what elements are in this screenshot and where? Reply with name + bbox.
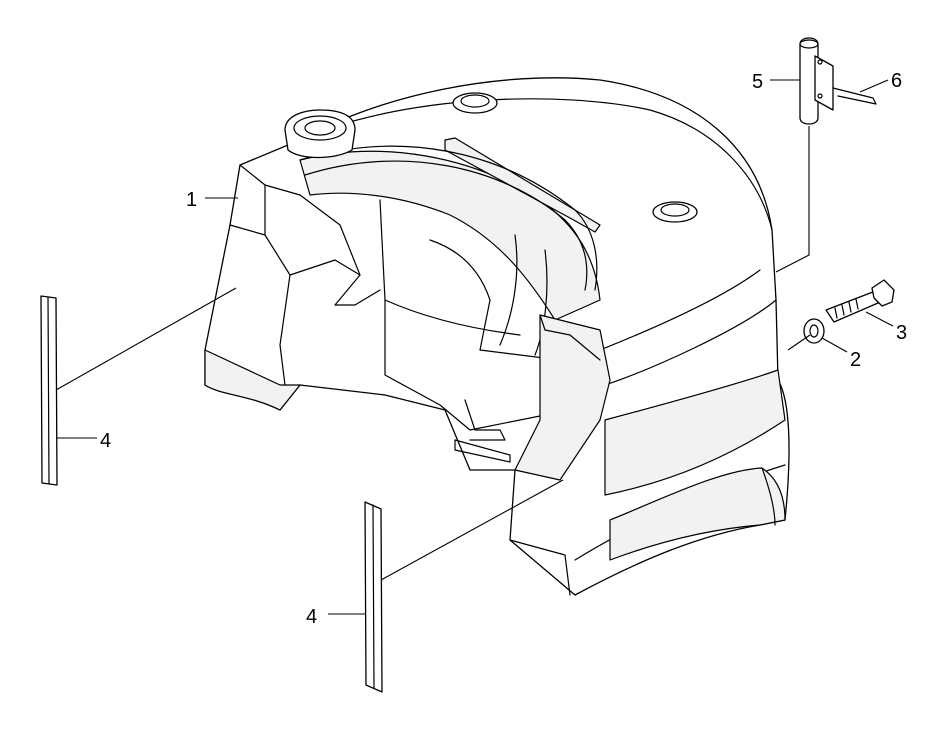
callout-2: 2 [850,349,861,371]
callout-1: 1 [186,189,197,211]
pin [799,37,819,125]
washer [803,318,825,344]
bolt [825,279,895,323]
engine-cover [204,77,790,596]
callout-3: 3 [896,322,907,344]
seal-strip-left [40,295,58,486]
callout-6: 6 [891,70,902,92]
seal-strip-bottom [364,501,383,693]
leader-lines [55,79,894,615]
callout-4-left: 4 [100,430,111,452]
callout-4-bottom: 4 [306,606,317,628]
clip [814,55,877,111]
callout-5: 5 [752,71,763,93]
